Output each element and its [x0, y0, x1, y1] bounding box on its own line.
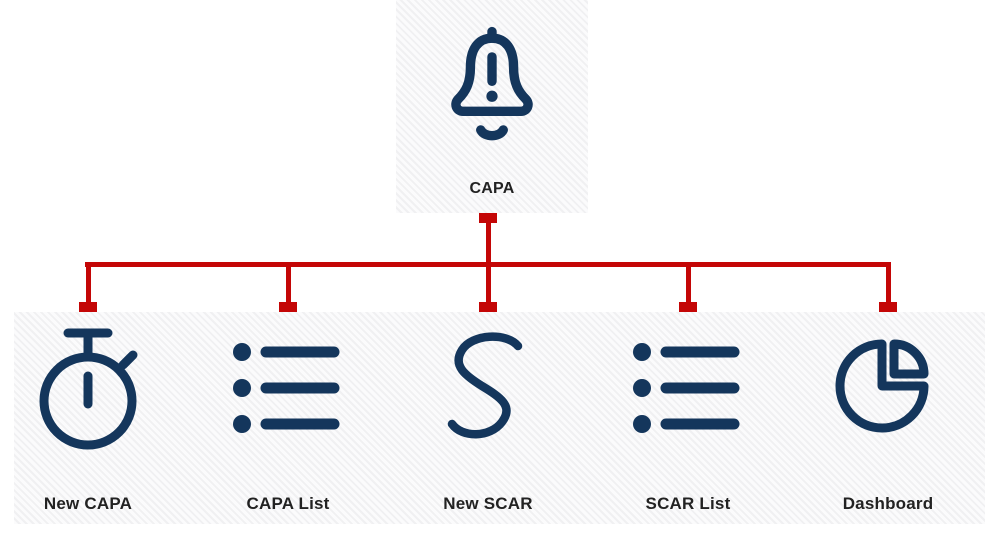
connector-drop-4: [685, 262, 691, 307]
pie-chart-icon: [835, 339, 929, 433]
node-label: New CAPA: [43, 494, 133, 513]
stopwatch-icon: [39, 328, 138, 450]
node-new-capa[interactable]: New CAPA: [3, 324, 173, 514]
node-label: Dashboard: [842, 494, 934, 513]
bullet-list-icon: [633, 343, 740, 433]
connector-cap-1: [79, 302, 97, 313]
node-dashboard[interactable]: Dashboard: [803, 324, 973, 514]
node-capa[interactable]: CAPA: [396, 0, 588, 213]
connector-cap-3: [479, 302, 497, 313]
node-label: New SCAR: [443, 494, 533, 513]
bell-alert-icon: [451, 26, 533, 141]
connector-cap-4: [679, 302, 697, 313]
children-panel: New CAPA CAPA List New SCAR: [14, 312, 985, 524]
connector-drop-5: [885, 262, 891, 307]
node-label: CAPA: [469, 180, 515, 197]
node-label: SCAR List: [645, 494, 731, 513]
node-scar-list[interactable]: SCAR List: [603, 324, 773, 514]
connector-horizontal: [85, 262, 891, 267]
connector-drop-2: [285, 262, 291, 307]
letter-s-icon: [447, 332, 523, 439]
bullet-list-icon: [233, 343, 340, 433]
connector-cap-5: [879, 302, 897, 313]
connector-cap-2: [279, 302, 297, 313]
node-new-scar[interactable]: New SCAR: [403, 324, 573, 514]
connector-cap-root: [479, 213, 497, 223]
connector-drop-1: [85, 262, 91, 307]
node-label: CAPA List: [246, 494, 330, 513]
node-capa-list[interactable]: CAPA List: [203, 324, 373, 514]
